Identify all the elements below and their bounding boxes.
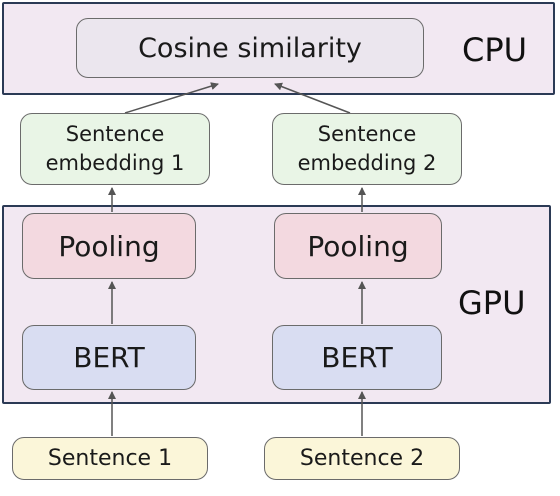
pooling-2-node: Pooling (274, 213, 442, 279)
bert-1-label: BERT (73, 341, 145, 374)
arrow-embedding1-to-cosine (124, 82, 219, 114)
sentence-2-label: Sentence 2 (299, 446, 425, 471)
cpu-label: CPU (462, 31, 528, 69)
bert-2-label: BERT (321, 341, 393, 374)
sentence-embedding-2-line1: Sentence (317, 121, 417, 146)
cosine-similarity-node: Cosine similarity (76, 18, 424, 78)
sentence-embedding-2-line2: embedding 2 (297, 151, 437, 175)
sentence-1-node: Sentence 1 (12, 437, 208, 480)
gpu-label: GPU (458, 284, 526, 322)
bert-1-node: BERT (22, 325, 196, 390)
bert-2-node: BERT (272, 325, 442, 390)
arrow-embedding2-to-cosine (274, 82, 351, 114)
sentence-embedding-1-line2: embedding 1 (45, 151, 185, 175)
cosine-similarity-label: Cosine similarity (138, 32, 362, 64)
pooling-1-label: Pooling (58, 229, 160, 263)
sentence-embedding-1-line1: Sentence (65, 121, 165, 146)
sentence-1-label: Sentence 1 (47, 446, 173, 471)
pooling-2-label: Pooling (307, 229, 409, 263)
sentence-embedding-1-node: Sentence embedding 1 (20, 113, 210, 185)
sentence-2-node: Sentence 2 (264, 437, 460, 480)
sentence-embedding-2-node: Sentence embedding 2 (272, 113, 462, 185)
pooling-1-node: Pooling (22, 213, 196, 279)
